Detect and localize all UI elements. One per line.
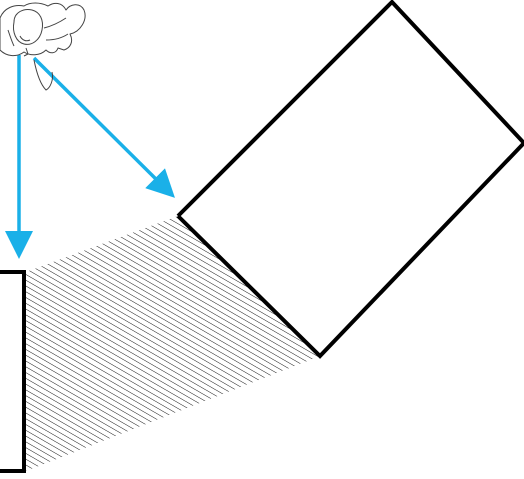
left-rectangle — [0, 270, 26, 473]
sightline-arrow-diagonal — [32, 56, 175, 198]
viewer-figure — [0, 2, 86, 91]
tilted-rectangle — [176, 0, 524, 359]
hatched-projection — [26, 216, 320, 471]
